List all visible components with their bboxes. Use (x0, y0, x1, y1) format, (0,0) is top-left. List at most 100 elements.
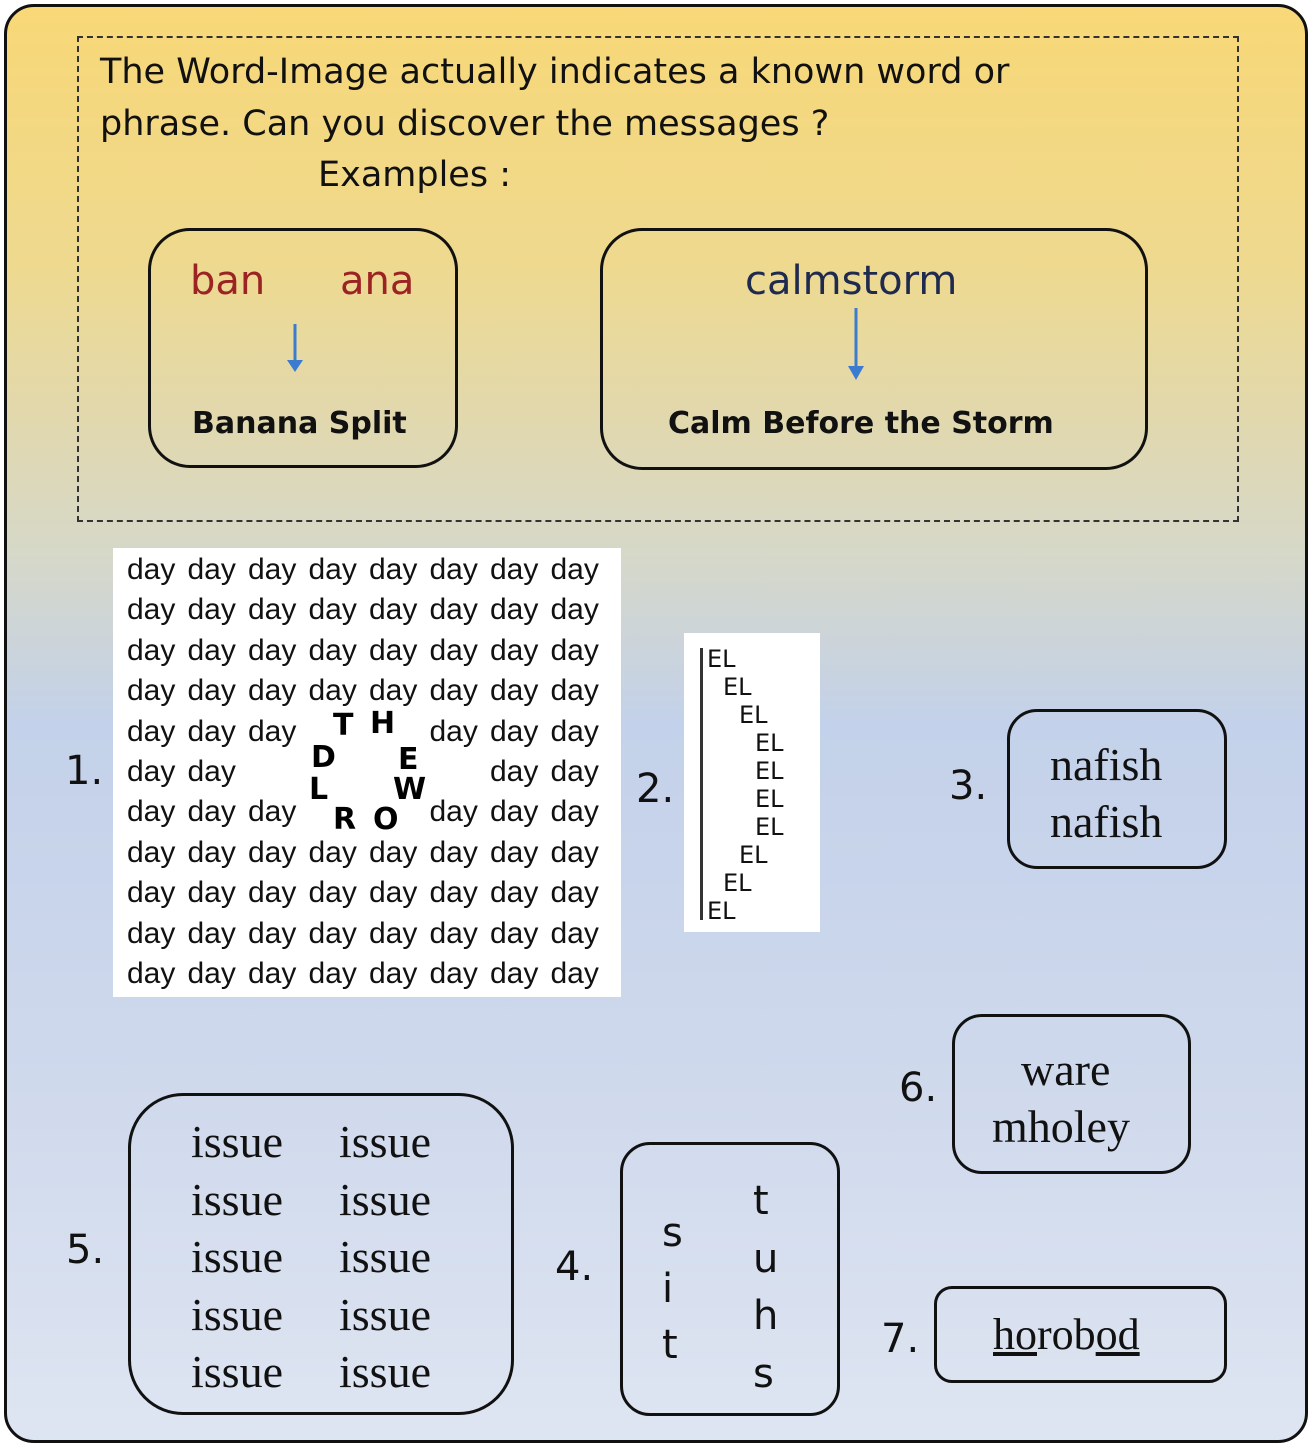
puzzle-5-issue-word: issue (339, 1288, 431, 1340)
puzzle-7-underlined-start: ho (993, 1310, 1037, 1359)
puzzle-3-line-1: nafish (1050, 739, 1163, 790)
puzzle-1-day-word: day (127, 674, 176, 708)
puzzle-1-day-word: day (490, 876, 539, 910)
puzzle-1-day-word: day (308, 876, 357, 910)
puzzle-1-letter: D (311, 740, 336, 775)
puzzle-1-day-word: day (187, 714, 236, 748)
puzzle-1-day-word: day (429, 876, 478, 910)
intro-line-1: The Word-Image actually indicates a know… (100, 52, 1010, 92)
puzzle-5-issue-word: issue (339, 1116, 431, 1167)
puzzle-1-day-word: day (429, 916, 478, 950)
puzzle-1-day-word: day (550, 714, 599, 748)
puzzle-1-day-word: day (127, 714, 176, 748)
puzzle-2-token: EL (755, 785, 784, 813)
puzzle-1-day-word: day (248, 553, 297, 586)
example-banana-box (148, 228, 458, 468)
puzzle-1-day-word: day (187, 593, 236, 627)
puzzle-1-day-word: day (187, 755, 236, 788)
puzzle-5-issue-word: issue (191, 1288, 283, 1340)
puzzle-1-day-word: day (248, 916, 297, 950)
puzzle-1-day-word: day (550, 876, 599, 910)
puzzle-1-day-word: day (127, 755, 176, 788)
puzzle-1-day-word: day (308, 957, 357, 990)
puzzle-1-day-word: day (308, 916, 357, 950)
puzzle-4-letter-right: h (753, 1293, 779, 1339)
puzzle-1-day-word: day (429, 674, 478, 708)
puzzle-1-day-word: day (187, 674, 236, 708)
puzzle-7-underlined-end: od (1095, 1310, 1140, 1359)
puzzle-5-issue-word: issue (191, 1116, 283, 1167)
puzzle-1-letter: L (309, 772, 329, 807)
example-calmstorm-box (600, 228, 1148, 470)
puzzle-1-day-word: day (127, 876, 176, 910)
puzzle-1-day-word: day (490, 633, 539, 667)
puzzle-1-day-word: day (127, 916, 176, 950)
puzzle-1-number: 1. (65, 748, 104, 794)
puzzle-1-day-word: day (550, 957, 599, 990)
puzzle-1-day-word: day (187, 835, 236, 869)
puzzle-7-number: 7. (881, 1316, 920, 1362)
puzzle-1-letter: W (393, 772, 427, 807)
puzzle-2-token: EL (755, 757, 784, 785)
puzzle-2-token: EL (707, 645, 736, 673)
puzzle-1-day-word: day (369, 916, 418, 950)
puzzle-1-day-word: day (127, 957, 176, 990)
puzzle-1-day-word: day (550, 835, 599, 869)
puzzle-1-day-word: day (369, 553, 418, 586)
puzzle-5-issue-word: issue (339, 1346, 431, 1397)
puzzle-4-number: 4. (555, 1244, 594, 1290)
puzzle-1-day-word: day (248, 876, 297, 910)
puzzle-5-issue-word: issue (339, 1173, 431, 1225)
puzzle-1-day-word: day (308, 633, 357, 667)
puzzle-1-day-word: day (187, 876, 236, 910)
puzzle-4-letter-left: t (662, 1322, 678, 1368)
puzzle-2-token: EL (723, 673, 752, 701)
puzzle-1-day-word: day (429, 553, 478, 586)
puzzle-2-wall (700, 648, 703, 920)
puzzle-1-day-word: day (248, 714, 297, 748)
puzzle-5-issue-word: issue (339, 1231, 431, 1282)
puzzle-1-day-word: day (490, 835, 539, 869)
puzzle-1-day-word: day (127, 593, 176, 627)
puzzle-7-middle: rob (1037, 1310, 1096, 1359)
puzzle-1-day-word: day (429, 957, 478, 990)
puzzle-3-box (1007, 709, 1227, 869)
puzzle-1-day-word: day (308, 835, 357, 869)
puzzle-5-number: 5. (66, 1227, 105, 1273)
puzzle-1-day-word: day (248, 633, 297, 667)
puzzle-1-day-word: day (550, 755, 599, 788)
puzzle-5-issue-word: issue (191, 1173, 283, 1225)
puzzle-1-letter: T (333, 708, 354, 743)
puzzle-4-box (620, 1142, 840, 1416)
puzzle-1-day-word: day (429, 795, 478, 829)
example-word-ban: ban (190, 258, 266, 304)
puzzle-1-day-word: day (369, 957, 418, 990)
puzzle-1-day-word: day (490, 553, 539, 586)
puzzle-6-box (952, 1014, 1191, 1174)
puzzle-3-number: 3. (949, 763, 988, 809)
puzzle-1-day-word: day (369, 835, 418, 869)
puzzle-1-day-word: day (127, 553, 176, 586)
puzzle-1-day-word: day (308, 674, 357, 708)
puzzle-4-letter-left: i (662, 1266, 674, 1312)
puzzle-5-box (128, 1093, 514, 1415)
puzzle-1-day-word: day (550, 674, 599, 708)
puzzle-1-day-word: day (490, 714, 539, 748)
puzzle-1-letter: R (333, 802, 357, 837)
puzzle-1-day-word: day (490, 674, 539, 708)
puzzle-5-issue-word: issue (191, 1231, 283, 1282)
puzzle-1-day-word: day (369, 876, 418, 910)
example-word-calmstorm: calmstorm (745, 258, 958, 304)
puzzle-1-day-word: day (369, 593, 418, 627)
puzzle-1-day-word: day (550, 795, 599, 829)
puzzle-6-number: 6. (899, 1065, 938, 1111)
puzzle-1-day-word: day (248, 674, 297, 708)
puzzle-1-day-word: day (550, 633, 599, 667)
puzzle-2-panel (684, 633, 820, 932)
puzzle-1-day-word: day (248, 593, 297, 627)
example-answer-calmstorm: Calm Before the Storm (668, 406, 1054, 441)
example-word-ana: ana (340, 258, 415, 304)
puzzle-2-token: EL (707, 897, 736, 925)
puzzle-1-day-word: day (550, 916, 599, 950)
puzzle-4-letter-right: s (753, 1351, 774, 1397)
